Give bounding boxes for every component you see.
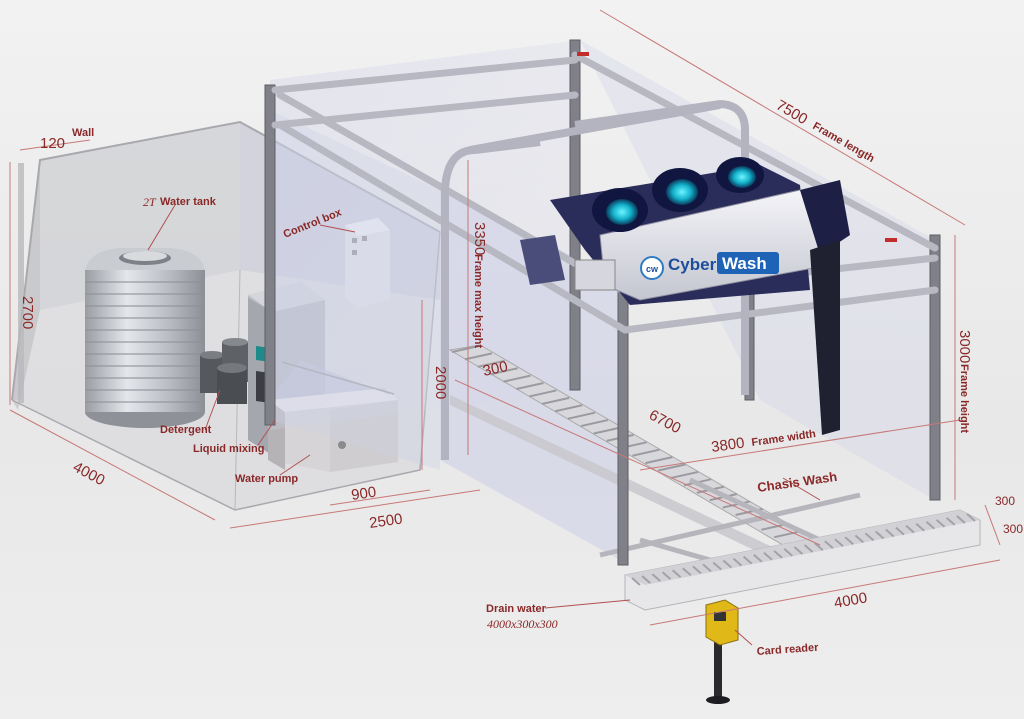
drain-grate-bar: [793, 546, 804, 555]
drain-grate-bar: [743, 555, 753, 565]
label-frame-width: Frame width: [751, 428, 817, 449]
dim-room-width: 2500: [368, 510, 403, 531]
label-card-reader: Card reader: [756, 642, 819, 658]
leader-lines: [147, 204, 821, 646]
label-liquid-mixing: Liquid mixing: [193, 443, 265, 455]
drain-grate-bar: [935, 519, 946, 528]
rail-rung: [554, 404, 583, 413]
dim-wall-thickness: 120: [40, 135, 65, 152]
brand-logo: cw Cyber Wash: [640, 252, 779, 280]
dim-rail-length: 6700: [646, 407, 683, 438]
label-drain-water: Drain water: [486, 603, 547, 615]
wall-section: [18, 163, 24, 403]
label-chasis-wash: Chasis Wash: [756, 469, 838, 495]
drain-grate-bar: [712, 561, 722, 571]
drain-grate-bar: [641, 575, 651, 584]
rail-rung: [670, 470, 699, 479]
rail-rung: [503, 374, 531, 383]
rail-rung: [645, 456, 673, 465]
drain-grate-bar: [803, 544, 814, 553]
gantry-arch: [441, 99, 749, 460]
label-wall: Wall: [72, 127, 94, 139]
dim-drain-depth-b: 300: [1003, 522, 1023, 536]
logo-word-cyber: Cyber: [668, 255, 717, 274]
drain-grate-bar: [763, 552, 773, 561]
drain-grate-bar: [854, 534, 864, 544]
dim-drain-length: 4000: [833, 589, 869, 612]
brush-rollers: [592, 157, 764, 232]
drain-grate-bar: [834, 538, 844, 547]
rail-rung: [516, 382, 544, 391]
drain-grate-bar: [956, 515, 966, 524]
label-water-pump: Water pump: [235, 473, 298, 485]
dim-room-depth: 4000: [70, 459, 107, 490]
drain-grate-bar: [753, 553, 763, 563]
dim-rail-width: 300: [481, 358, 509, 380]
drain-grate-bar: [915, 522, 925, 532]
dim-drain-depth-a: 300: [995, 494, 1015, 508]
card-reader: [705, 599, 739, 704]
drain-grate-bar: [824, 540, 834, 549]
dim-room-height: 2700: [19, 296, 36, 329]
rail-rung: [567, 411, 596, 420]
logo-badge-text: cw: [646, 264, 659, 274]
drain-grate-bar: [925, 521, 936, 530]
label-drain-size: 4000x300x300: [487, 617, 558, 631]
label-detergent: Detergent: [160, 424, 212, 436]
label-tank-capacity: 2T: [143, 195, 157, 209]
rail-rung: [722, 500, 750, 509]
drain-grate-bar: [661, 571, 672, 580]
drain-grate-bar: [671, 569, 682, 578]
dim-inner-height: 2000: [432, 366, 449, 399]
drain-grate-bar: [702, 563, 712, 573]
rail-rung: [490, 367, 518, 376]
dim-frame-max-height: 3350: [471, 222, 488, 255]
drain-grate-bar: [966, 513, 976, 522]
rail-rung: [477, 359, 505, 368]
drain-grate-bar: [773, 550, 783, 559]
drain-grate-bar: [905, 524, 915, 534]
rail-rung: [774, 530, 802, 539]
drain-grate-bar: [682, 567, 692, 577]
drain-grate-bar: [946, 517, 956, 526]
label-frame-length: Frame length: [811, 120, 877, 165]
rail-rung: [529, 389, 557, 398]
drain-grate-bar: [844, 536, 854, 546]
drain-grate-bar: [692, 565, 702, 575]
logo-word-box: [717, 252, 779, 274]
drain-grate-bar: [651, 573, 661, 582]
water-tank: [85, 248, 205, 428]
dimension-lines: [9, 9, 1001, 626]
dim-pump-offset: 900: [350, 484, 377, 504]
wash-frame: [264, 39, 981, 611]
logo-word-wash: Wash: [722, 254, 767, 273]
drain-grate-bar: [864, 532, 875, 542]
drain-grate-bar: [895, 526, 905, 536]
dim-frame-height: 3000: [956, 330, 973, 363]
limit-markers: [577, 52, 897, 242]
dim-frame-width: 3800: [710, 434, 745, 455]
label-frame-max-height: Frame max height: [472, 254, 484, 348]
tank-ribs: [85, 281, 205, 403]
drain-grate-bar: [885, 528, 895, 538]
label-water-tank: Water tank: [160, 196, 217, 208]
rail-rung: [658, 463, 686, 472]
rail-rung: [580, 419, 609, 428]
drain-grate-bar: [722, 559, 733, 569]
rail-rung: [542, 396, 570, 405]
rail-rung: [593, 426, 621, 435]
drain-grate-bar: [874, 530, 885, 540]
label-frame-height: Frame height: [958, 364, 970, 433]
rail-rung: [632, 448, 660, 457]
rail-rung: [451, 345, 480, 353]
drain-grate-bar: [631, 577, 641, 586]
detergent-drums: [200, 338, 248, 404]
drain-grate-bar: [732, 557, 743, 567]
drain-grate-bar: [814, 542, 824, 551]
drain-trench: [624, 509, 981, 611]
drain-grate-bar: [783, 548, 793, 557]
rail-rung: [464, 352, 493, 361]
